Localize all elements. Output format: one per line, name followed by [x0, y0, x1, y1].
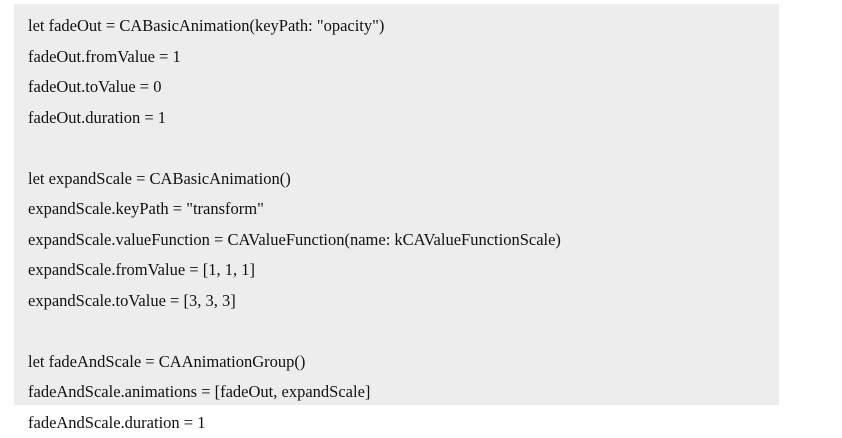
code-line: expandScale.keyPath = "transform" [28, 194, 779, 225]
code-line: fadeAndScale.duration = 1 [28, 408, 779, 438]
code-line: let fadeAndScale = CAAnimationGroup() [28, 347, 779, 378]
code-line: expandScale.valueFunction = CAValueFunct… [28, 225, 779, 256]
code-line: fadeOut.duration = 1 [28, 103, 779, 134]
code-line: let expandScale = CABasicAnimation() [28, 164, 779, 195]
code-line-blank [28, 133, 779, 164]
code-block: let fadeOut = CABasicAnimation(keyPath: … [14, 4, 779, 405]
code-line: let fadeOut = CABasicAnimation(keyPath: … [28, 11, 779, 42]
code-line: fadeOut.toValue = 0 [28, 72, 779, 103]
code-line: expandScale.fromValue = [1, 1, 1] [28, 255, 779, 286]
code-line: fadeAndScale.animations = [fadeOut, expa… [28, 377, 779, 408]
code-line: expandScale.toValue = [3, 3, 3] [28, 286, 779, 317]
code-line: fadeOut.fromValue = 1 [28, 42, 779, 73]
code-line-blank [28, 316, 779, 347]
